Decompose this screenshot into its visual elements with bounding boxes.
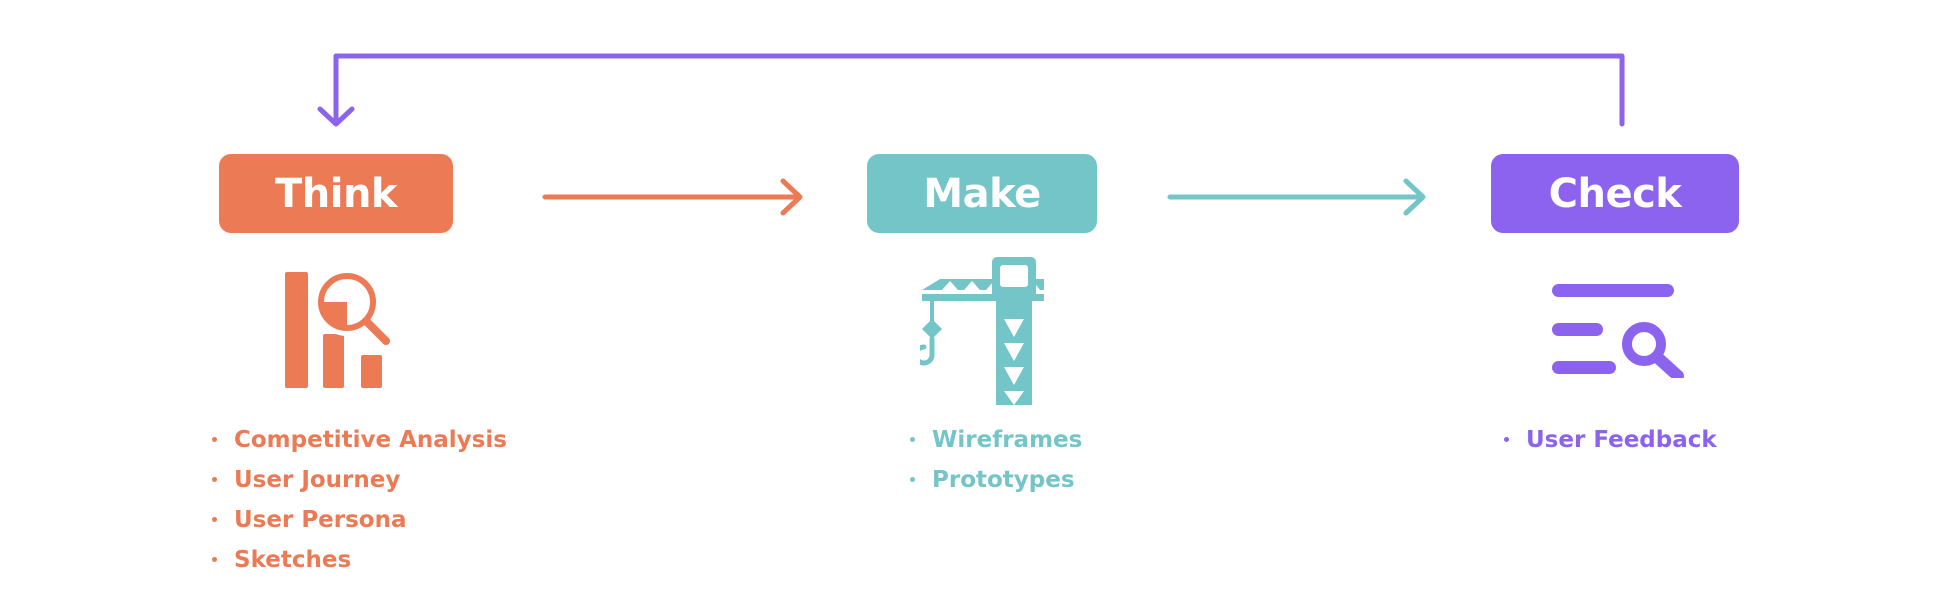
- list-item-text: Wireframes: [932, 427, 1083, 453]
- search-list-icon: [1552, 284, 1686, 378]
- arrow-think-to-make: [542, 178, 803, 216]
- stage-make-label: Make: [867, 154, 1097, 233]
- list-item-text: User Journey: [234, 467, 401, 493]
- crane-icon: [920, 257, 1046, 405]
- arrow-check-to-think: [317, 53, 1625, 127]
- list-item-text: Prototypes: [932, 467, 1075, 493]
- think-items-list: Competitive Analysis User Journey User P…: [212, 420, 507, 580]
- stage-check-label: Check: [1491, 154, 1739, 233]
- list-item: Prototypes: [910, 460, 1082, 500]
- list-item: User Journey: [212, 460, 507, 500]
- make-items-list: Wireframes Prototypes: [910, 420, 1082, 500]
- list-item: User Feedback: [1504, 420, 1717, 460]
- arrow-make-to-check: [1167, 178, 1426, 216]
- chart-magnifier-icon: [285, 270, 391, 390]
- list-item-text: User Persona: [234, 507, 407, 533]
- list-item-text: User Feedback: [1526, 427, 1717, 453]
- list-item: Wireframes: [910, 420, 1082, 460]
- list-item-text: Sketches: [234, 547, 352, 573]
- check-items-list: User Feedback: [1504, 420, 1717, 460]
- stage-think-label: Think: [219, 154, 453, 233]
- list-item-text: Competitive Analysis: [234, 427, 507, 453]
- list-item: Competitive Analysis: [212, 420, 507, 460]
- list-item: Sketches: [212, 540, 507, 580]
- list-item: User Persona: [212, 500, 507, 540]
